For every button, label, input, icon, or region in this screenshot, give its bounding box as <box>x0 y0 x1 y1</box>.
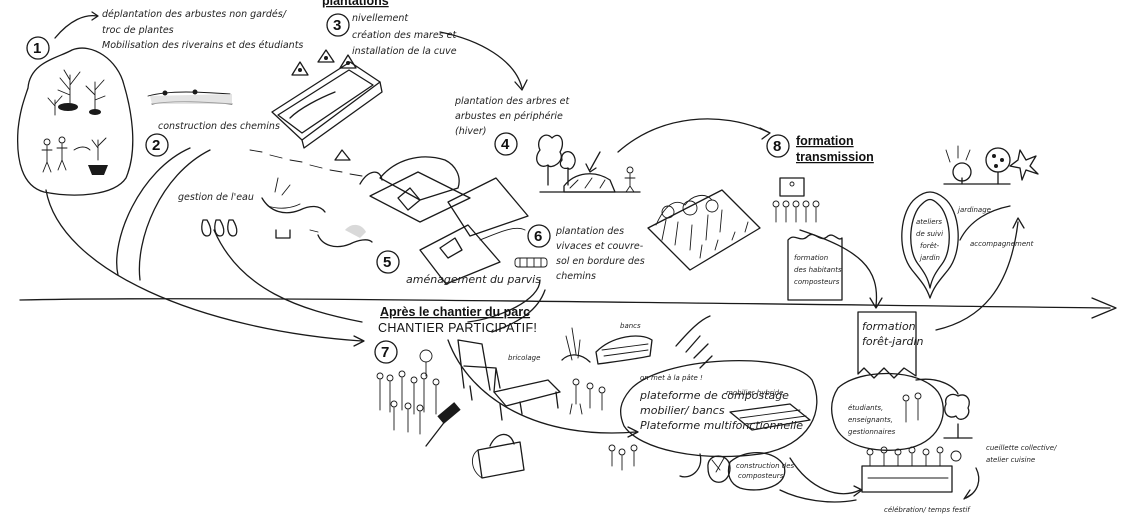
title-partial: plantations <box>322 0 389 8</box>
etudiants-bubble: étudiants, enseignants, gestionnaires <box>832 373 944 450</box>
ateliers-balloon: ateliers de suivi forêt- jardin <box>902 192 958 298</box>
step-6-line-1: plantation des <box>555 226 624 237</box>
svg-text:8: 8 <box>773 138 781 155</box>
step-4-line-3: (hiver) <box>455 126 486 137</box>
svg-text:3: 3 <box>333 17 341 34</box>
step-8-line-2: transmission <box>796 150 874 164</box>
step-4-line-2: arbustes en périphérie <box>455 111 563 122</box>
step-3: 3 nivellement création des mares et inst… <box>250 13 527 176</box>
celebration-sketch: célébration/ temps festif <box>780 447 971 514</box>
accompagnement-label: accompagnement <box>970 240 1034 248</box>
ateliers-line-1: ateliers <box>916 218 942 226</box>
formation-habitants-line-1: formation <box>794 254 828 262</box>
jardinage-label: jardinage <box>957 206 991 214</box>
svg-text:4: 4 <box>501 136 510 153</box>
formation-habitants-banner: formation des habitants composteurs <box>788 234 842 300</box>
after-subheading: CHANTIER PARTICIPATIF! <box>378 321 537 335</box>
platform-bubble: plateforme de compostage mobilier/ bancs… <box>448 340 817 456</box>
step-3-line-1: nivellement <box>352 13 409 24</box>
step-5: 5 aménagement du parvis <box>377 251 541 286</box>
composteurs-line-2: composteurs <box>738 472 784 480</box>
step-1-blob <box>18 48 133 195</box>
step-3-line-2: création des mares et <box>352 30 457 41</box>
svg-text:2: 2 <box>152 137 160 154</box>
platform-line-1: plateforme de compostage <box>639 389 789 402</box>
step-6-line-2: vivaces et couvre- <box>556 241 644 252</box>
platform-line-2: mobilier/ bancs <box>640 404 725 417</box>
etudiants-line-1: étudiants, <box>848 404 883 412</box>
ateliers-line-3: forêt- <box>920 242 940 250</box>
step-8-line-1: formation <box>796 134 854 148</box>
formation-foret-line-1: formation <box>862 320 916 333</box>
step-8: 8 formation transmission <box>767 134 874 222</box>
formation-foret-line-2: forêt-jardin <box>862 335 924 348</box>
step-6-line-3: sol en bordure des <box>556 256 645 267</box>
bancs-label: bancs <box>620 322 641 330</box>
platform-line-3: Plateforme multifonctionnelle <box>640 419 803 432</box>
cueillette-line-2: atelier cuisine <box>986 456 1035 464</box>
svg-text:5: 5 <box>383 254 391 271</box>
water-management: gestion de l'eau <box>117 148 372 280</box>
step-7: 7 <box>375 341 461 446</box>
step-2: construction des chemins 2 <box>146 90 280 157</box>
svg-text:7: 7 <box>381 344 389 361</box>
step-4-line-1: plantation des arbres et <box>454 96 570 107</box>
timeline-arrow <box>20 298 1116 318</box>
step-5-label: aménagement du parvis <box>406 273 541 286</box>
water-label: gestion de l'eau <box>178 192 254 203</box>
etudiants-line-3: gestionnaires <box>848 428 896 436</box>
formation-habitants-line-2: des habitants <box>794 266 842 274</box>
ateliers-line-2: de suivi <box>916 230 943 238</box>
bricolage-label: bricolage <box>508 354 540 362</box>
connector-composteur <box>680 454 701 477</box>
step-4: plantation des arbres et arbustes en pér… <box>454 96 770 192</box>
step-3-line-3: installation de la cuve <box>352 46 457 57</box>
ateliers-line-4: jardin <box>919 254 940 262</box>
cueillette-line-1: cueillette collective/ <box>986 444 1057 452</box>
after-heading: Après le chantier du parc <box>380 305 530 319</box>
composteurs-line-1: construction des <box>736 462 795 470</box>
formation-habitants-line-3: composteurs <box>794 278 840 286</box>
step-1-line-2: troc de plantes <box>102 25 174 36</box>
celebration-label: célébration/ temps festif <box>884 506 971 514</box>
etudiants-line-2: enseignants, <box>848 416 893 424</box>
svg-text:1: 1 <box>33 40 41 57</box>
cueillette-sketch: cueillette collective/ atelier cuisine <box>916 379 1057 499</box>
after-chantier: Après le chantier du parc CHANTIER PARTI… <box>46 190 537 346</box>
jardinage-sketch: jardinage accompagnement <box>936 146 1038 330</box>
step-1-line-3: Mobilisation des riverains et des étudia… <box>102 40 303 51</box>
step-2-label: construction des chemins <box>158 121 280 132</box>
mains-pate-label: on met à la pâte ! <box>640 374 703 382</box>
svg-text:6: 6 <box>534 228 542 245</box>
step-1-line-1: déplantation des arbustes non gardés/ <box>102 9 288 20</box>
step-6-line-4: chemins <box>556 271 596 282</box>
